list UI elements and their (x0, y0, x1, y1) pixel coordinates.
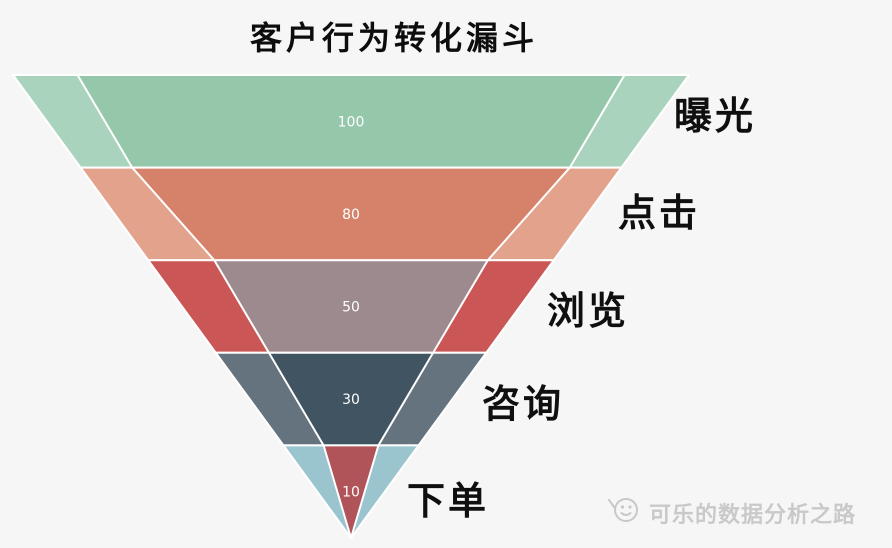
stage-label-1: 曝光 (674, 96, 757, 138)
funnel-value-label: 30 (342, 392, 360, 408)
stage-label-5: 下单 (407, 481, 490, 523)
funnel-value-label: 50 (342, 300, 360, 316)
smiley-face-icon (606, 494, 640, 531)
watermark-text: 可乐的数据分析之路 (649, 501, 857, 527)
chart-title: 客户行为转化漏斗 (250, 20, 539, 56)
funnel-value-label: 80 (342, 207, 360, 223)
funnel-value-label: 10 (342, 485, 360, 501)
stage-label-2: 点击 (618, 193, 701, 235)
funnel-value-label: 100 (338, 114, 365, 130)
stage-label-4: 咨询 (482, 384, 565, 426)
funnel-body-segment (322, 444, 380, 539)
watermark: 可乐的数据分析之路 (606, 494, 856, 531)
stage-label-3: 浏览 (547, 291, 630, 333)
